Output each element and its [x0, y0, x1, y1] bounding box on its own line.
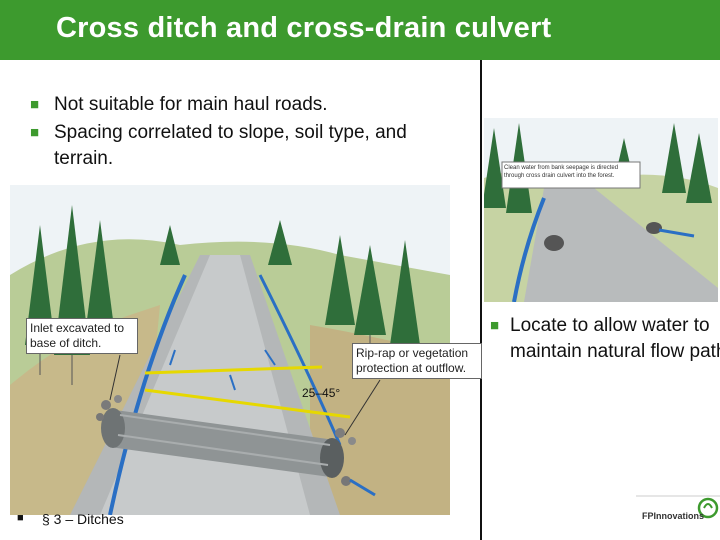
vertical-divider — [480, 60, 482, 540]
left-bullet-list: ■ Not suitable for main haul roads. ■ Sp… — [30, 92, 430, 174]
bullet-text: Locate to allow water to maintain natura… — [510, 315, 720, 362]
square-bullet-icon: ■ — [30, 96, 40, 113]
riprap-callout: Rip-rap or vegetation protection at outf… — [352, 343, 482, 379]
inlet-callout: Inlet excavated to base of ditch. — [26, 318, 138, 354]
angle-label: 25–45° — [302, 386, 341, 400]
bullet-text: Not suitable for main haul roads. — [54, 94, 328, 115]
title-bar — [0, 0, 720, 60]
fpinnovations-logo: FPInnovations — [636, 494, 720, 534]
cross-drain-side-illustration — [484, 118, 718, 302]
slide-title: Cross ditch and cross-drain culvert — [56, 12, 552, 44]
logo-mark-icon — [636, 495, 720, 519]
bullet-text: Spacing correlated to slope, soil type, … — [54, 122, 407, 169]
footer-bullet-icon: ■ — [17, 512, 24, 524]
footer-section: § 3 – Ditches — [42, 511, 124, 527]
logo-text: FPInnovations — [642, 511, 705, 521]
square-bullet-icon: ■ — [490, 317, 500, 334]
bullet-item: ■ Spacing correlated to slope, soil type… — [30, 120, 430, 172]
bullet-item: ■ Not suitable for main haul roads. — [30, 92, 430, 118]
side-illustration-note: Clean water from bank seepage is directe… — [504, 165, 619, 179]
square-bullet-icon: ■ — [30, 124, 40, 141]
right-bullet: ■ Locate to allow water to maintain natu… — [490, 313, 720, 365]
